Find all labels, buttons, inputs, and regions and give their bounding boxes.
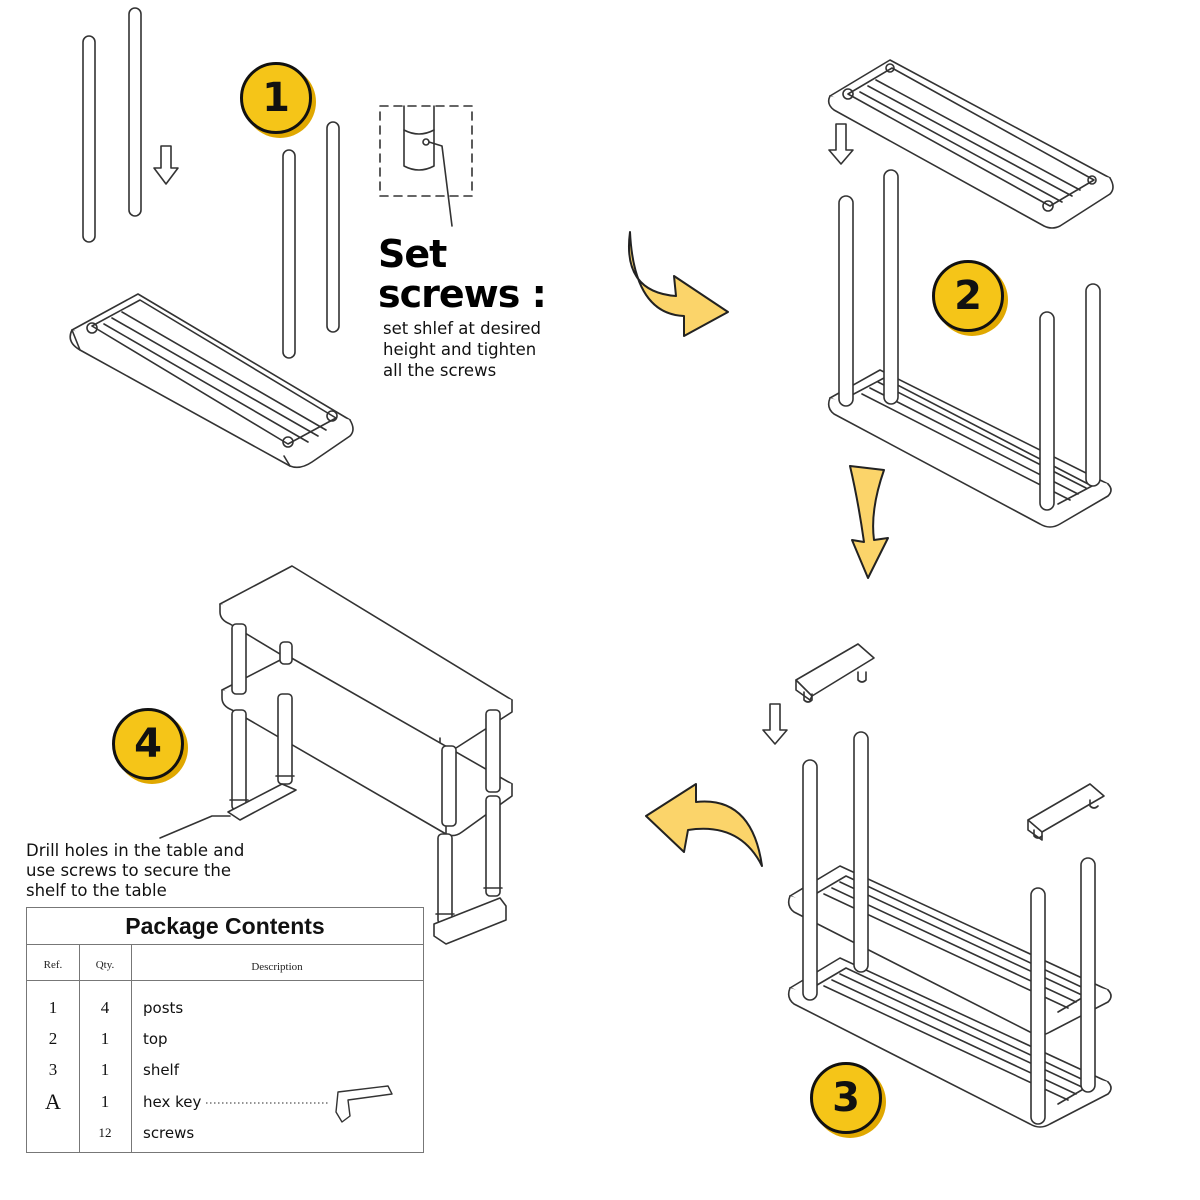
table-divider xyxy=(27,980,423,981)
step2-posts xyxy=(838,169,1101,511)
note-line: set shlef at desired xyxy=(383,319,541,338)
down-arrow-icon xyxy=(153,145,179,185)
table-row: 3 1 shelf xyxy=(27,1055,423,1085)
table-row: 12 screws xyxy=(27,1118,423,1148)
screw-detail-inset xyxy=(379,105,473,227)
set-screws-note: set shlef at desired height and tighten … xyxy=(383,318,541,381)
table-divider xyxy=(131,944,132,1152)
curved-arrow-down-icon xyxy=(849,465,889,579)
cell-ref: 2 xyxy=(48,1029,58,1048)
step1-shelf xyxy=(69,293,354,469)
set-screws-line2: screws : xyxy=(378,272,547,316)
table-row: 2 1 top xyxy=(27,1024,423,1054)
cell-qty: 1 xyxy=(100,1092,110,1111)
package-contents-table: Package Contents Ref. Qty. Description 1… xyxy=(26,907,424,1153)
step-badge-4: 4 xyxy=(112,708,184,780)
set-screws-line1: Set xyxy=(378,232,447,276)
step3-posts xyxy=(802,731,1096,1125)
table-row: A 1 hex key xyxy=(27,1087,423,1117)
cell-qty: 4 xyxy=(100,998,110,1017)
curved-arrow-right-icon xyxy=(628,231,729,337)
step4-assembled-unit xyxy=(219,565,513,945)
note-line: shelf to the table xyxy=(26,881,167,900)
down-arrow-icon xyxy=(828,123,854,165)
set-screws-heading: Set screws : xyxy=(378,232,547,316)
callout-leader xyxy=(159,815,231,839)
table-row: 1 4 posts xyxy=(27,993,423,1023)
cell-desc: posts xyxy=(143,999,184,1017)
cell-qty: 1 xyxy=(100,1060,110,1079)
step1-posts xyxy=(82,7,340,359)
note-line: use screws to secure the xyxy=(26,861,232,880)
cell-desc: hex key xyxy=(143,1093,202,1111)
cell-ref: 1 xyxy=(48,998,58,1017)
step2-top xyxy=(827,59,1114,229)
curved-arrow-left-icon xyxy=(645,783,763,867)
cell-qty: 12 xyxy=(98,1125,112,1140)
hex-key-icon xyxy=(335,1085,393,1123)
cell-qty: 1 xyxy=(100,1029,110,1048)
step-badge-2: 2 xyxy=(932,260,1004,332)
note-line: all the screws xyxy=(383,361,497,380)
cell-desc: top xyxy=(143,1030,168,1048)
header-ref: Ref. xyxy=(43,959,63,971)
cell-desc: shelf xyxy=(143,1061,179,1079)
header-qty: Qty. xyxy=(95,959,115,971)
table-divider xyxy=(27,944,423,945)
cell-desc: screws xyxy=(143,1124,195,1142)
step-badge-1: 1 xyxy=(240,62,312,134)
cell-ref: 3 xyxy=(48,1060,58,1079)
header-description: Description xyxy=(251,961,303,973)
step-badge-3: 3 xyxy=(810,1062,882,1134)
table-divider xyxy=(79,944,80,1152)
package-contents-title: Package Contents xyxy=(125,913,325,939)
note-line: height and tighten xyxy=(383,340,537,359)
down-arrow-icon xyxy=(762,703,788,745)
step3-top-brackets xyxy=(795,643,1105,841)
drill-note: Drill holes in the table and use screws … xyxy=(26,841,244,901)
cell-ref: A xyxy=(45,1089,61,1114)
note-line: Drill holes in the table and xyxy=(26,841,245,860)
